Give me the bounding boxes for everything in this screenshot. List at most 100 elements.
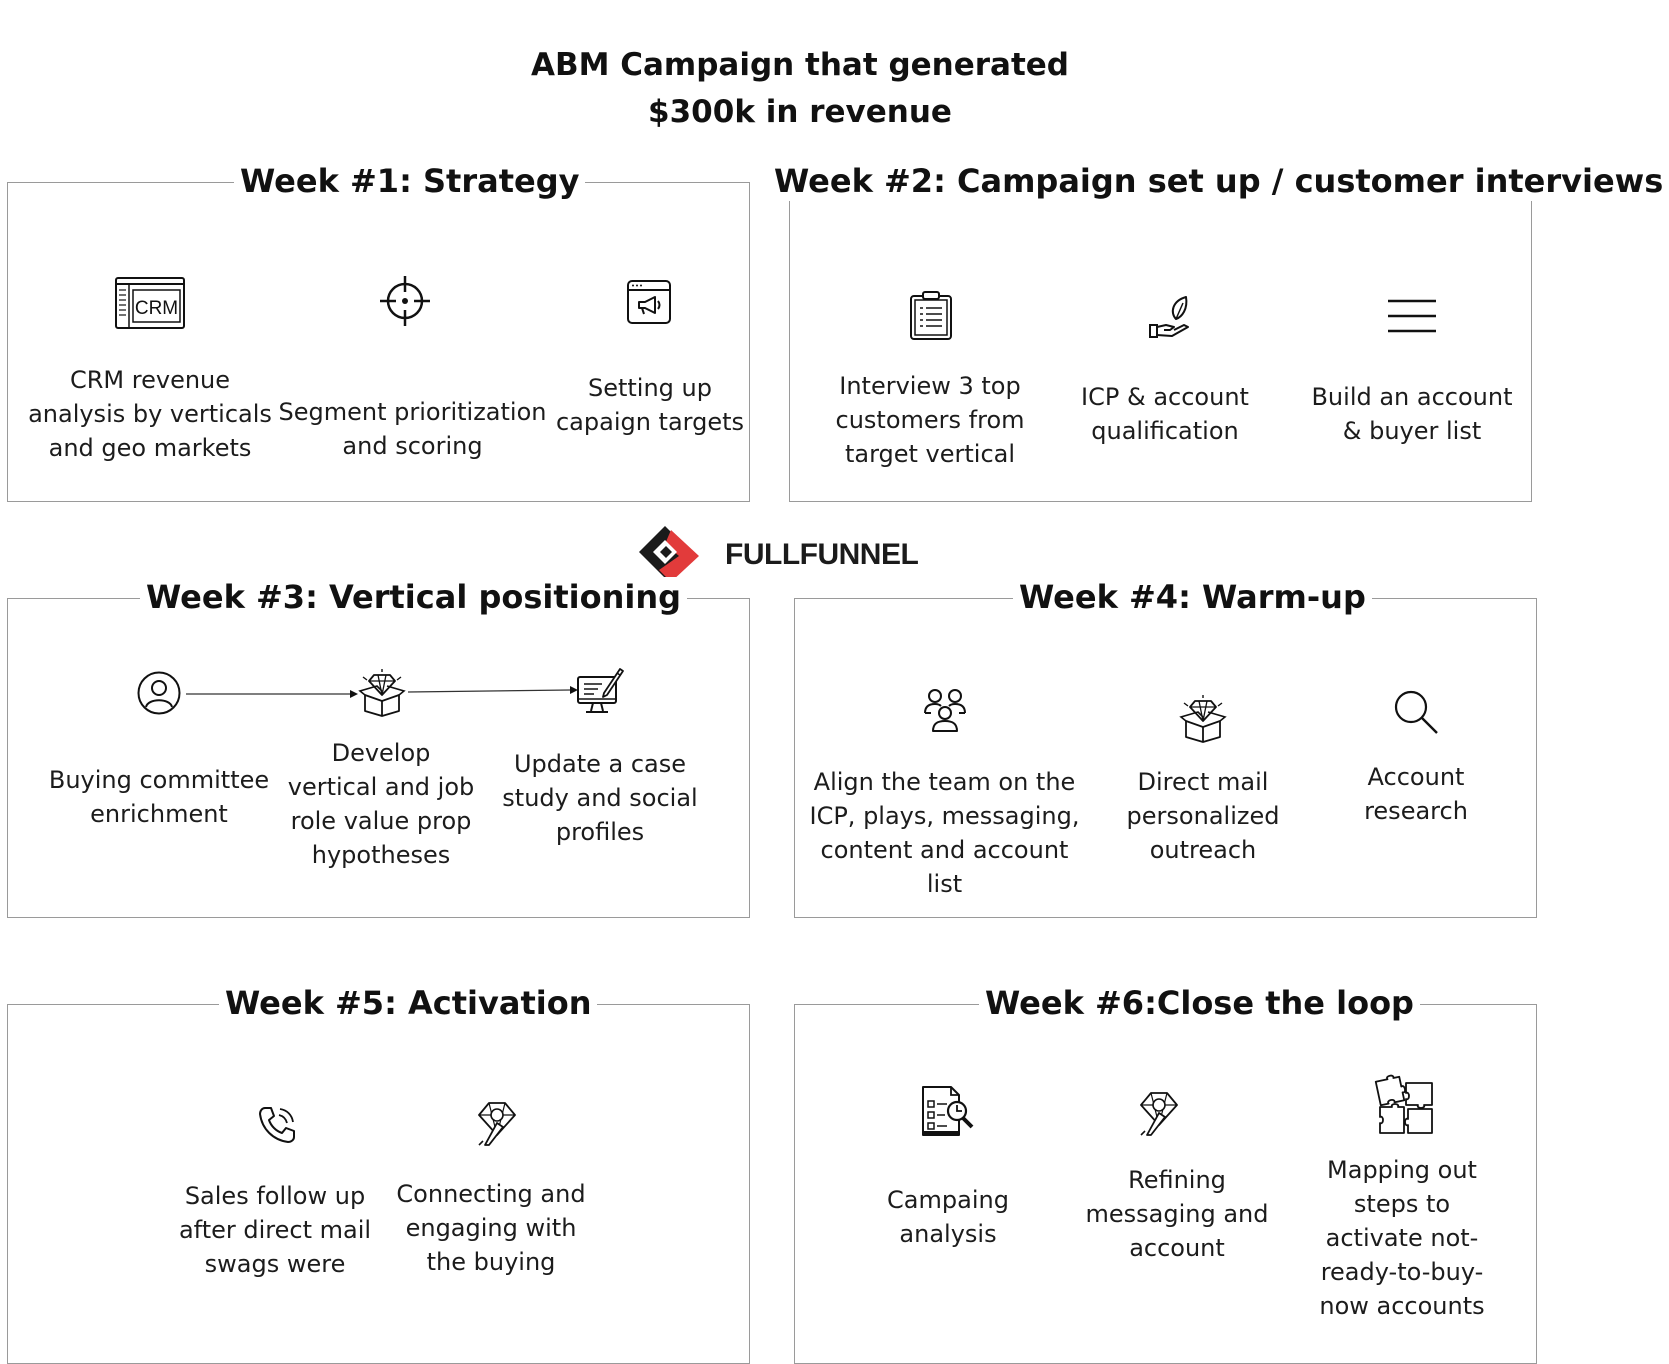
megaphone-window-icon xyxy=(627,280,671,324)
label-line: ICP & account xyxy=(1081,383,1249,411)
label-line: Update a case xyxy=(513,750,687,778)
team-group-icon xyxy=(921,687,969,735)
clipboard-list-icon xyxy=(909,291,953,341)
week-1-title: Week #1: Strategy xyxy=(234,161,586,201)
label-line: outreach xyxy=(1149,836,1257,864)
phone-call-icon xyxy=(257,1105,297,1145)
crm-window-icon: CRM xyxy=(115,277,185,329)
label-line: ICP, plays, messaging, xyxy=(809,802,1080,830)
label-line: enrichment xyxy=(90,800,228,828)
label-line: engaging with xyxy=(405,1214,577,1242)
label-line: role value prop xyxy=(290,807,472,835)
week-1-item-3-label: Setting up capaign targets xyxy=(555,371,745,439)
label-line: customers from xyxy=(835,406,1025,434)
page-title-line-2: $300k in revenue xyxy=(648,94,952,130)
label-line: Align the team on the xyxy=(813,768,1076,796)
label-line: Segment prioritization xyxy=(278,398,547,426)
hand-leaf-icon xyxy=(1148,295,1194,341)
week-3-title: Week #3: Vertical positioning xyxy=(140,577,688,617)
diamond-pen-icon xyxy=(475,1101,519,1147)
gift-box-gem-icon xyxy=(1179,695,1227,743)
label-line: content and account xyxy=(820,836,1069,864)
label-line: Setting up xyxy=(587,374,712,402)
week-2-title: Week #2: Campaign set up / customer inte… xyxy=(768,161,1669,201)
user-circle-icon xyxy=(137,671,181,715)
label-line: Develop xyxy=(331,739,431,767)
week-5-item-1-label: Sales follow up after direct mail swags … xyxy=(160,1179,390,1281)
page-title: ABM Campaign that generated $300k in rev… xyxy=(0,42,1600,136)
label-line: steps to xyxy=(1353,1190,1451,1218)
label-line: Direct mail xyxy=(1137,768,1269,796)
week-2-item-2-label: ICP & account qualification xyxy=(1060,380,1270,448)
label-line: analysis xyxy=(899,1220,997,1248)
week-6-item-1-label: Campaing analysis xyxy=(853,1183,1043,1251)
week-3-item-1-label: Buying committee enrichment xyxy=(44,763,274,831)
label-line: and geo markets xyxy=(48,434,252,462)
week-3-item-3-label: Update a case study and social profiles xyxy=(490,747,710,846)
week-4-item-3-label: Account research xyxy=(1323,760,1509,828)
diamond-pen-icon xyxy=(1137,1091,1181,1137)
week-1-item-1-label: CRM revenue analysis by verticals and ge… xyxy=(20,363,280,465)
page-title-line-1: ABM Campaign that generated xyxy=(531,47,1069,83)
fullfunnel-logo-text: FULLFUNNEL xyxy=(725,538,919,571)
menu-lines-icon xyxy=(1388,299,1436,333)
monitor-pen-icon xyxy=(576,665,624,715)
label-line: Mapping out xyxy=(1327,1156,1477,1184)
label-line: personalized xyxy=(1126,802,1280,830)
label-line: Account xyxy=(1367,763,1465,791)
week-5-title: Week #5: Activation xyxy=(219,983,598,1023)
label-line: study and social xyxy=(502,784,698,812)
label-line: activate not- xyxy=(1325,1224,1479,1252)
label-line: qualification xyxy=(1091,417,1239,445)
label-line: capaign targets xyxy=(555,408,745,436)
fullfunnel-logo-mark-icon xyxy=(639,526,699,582)
label-line: research xyxy=(1364,797,1468,825)
flow-arrow-2 xyxy=(407,686,578,694)
label-line: swags were xyxy=(204,1250,346,1278)
week-5-panel: Week #5: Activation Sales follow up afte… xyxy=(7,983,750,1364)
label-line: & buyer list xyxy=(1342,417,1482,445)
week-2-panel: Week #2: Campaign set up / customer inte… xyxy=(768,161,1669,502)
label-line: the buying xyxy=(426,1248,556,1276)
gift-box-gem-icon xyxy=(358,669,406,717)
label-line: CRM revenue xyxy=(69,366,231,394)
week-6-item-2-label: Refining messaging and account xyxy=(1070,1163,1284,1273)
week-6-title: Week #6:Close the loop xyxy=(979,983,1420,1023)
week-4-title: Week #4: Warm-up xyxy=(1013,577,1372,617)
label-line: after direct mail xyxy=(178,1216,372,1244)
label-line: Campaing xyxy=(887,1186,1009,1214)
label-line: Buying committee xyxy=(48,766,270,794)
puzzle-pieces-icon xyxy=(1374,1074,1434,1135)
magnifier-icon xyxy=(1393,689,1439,735)
label-line: account xyxy=(1129,1234,1225,1262)
week-4-item-2-label: Direct mail personalized outreach xyxy=(1097,765,1309,867)
week-1-panel: Week #1: Strategy CRM CRM revenue analys… xyxy=(7,161,750,502)
label-line: Connecting and xyxy=(396,1180,586,1208)
week-2-item-3-label: Build an account & buyer list xyxy=(1302,380,1522,448)
label-line: Refining xyxy=(1128,1166,1226,1194)
week-5-item-2-label: Connecting and engaging with the buying xyxy=(386,1177,596,1279)
week-1-item-2-label: Segment prioritization and scoring xyxy=(270,395,555,463)
label-line: Sales follow up xyxy=(184,1182,366,1210)
label-line: now accounts xyxy=(1319,1292,1485,1320)
label-line: target vertical xyxy=(844,440,1016,468)
week-3-item-2-label: Develop vertical and job role value prop… xyxy=(270,736,492,872)
crosshair-target-icon xyxy=(380,276,430,326)
week-2-item-1-label: Interview 3 top customers from target ve… xyxy=(815,369,1045,471)
week-4-item-1-label: Align the team on the ICP, plays, messag… xyxy=(807,765,1082,901)
report-analysis-icon xyxy=(921,1085,975,1137)
week-4-panel: Week #4: Warm-up Align the team on the I… xyxy=(794,577,1537,918)
crm-icon-text: CRM xyxy=(135,298,178,319)
label-line: vertical and job xyxy=(287,773,475,801)
fullfunnel-logo xyxy=(639,526,945,594)
label-line: analysis by verticals xyxy=(28,400,272,428)
week-6-panel: Week #6:Close the loop Campaing analysis xyxy=(794,983,1537,1364)
label-line: Interview 3 top xyxy=(839,372,1021,400)
label-line: messaging and xyxy=(1085,1200,1269,1228)
week-6-item-3-label: Mapping out steps to activate not- ready… xyxy=(1297,1153,1507,1323)
label-line: ready-to-buy- xyxy=(1320,1258,1484,1286)
flow-arrow-1 xyxy=(186,690,358,698)
label-line: hypotheses xyxy=(311,841,451,869)
label-line: Build an account xyxy=(1311,383,1513,411)
label-line: profiles xyxy=(555,818,645,846)
